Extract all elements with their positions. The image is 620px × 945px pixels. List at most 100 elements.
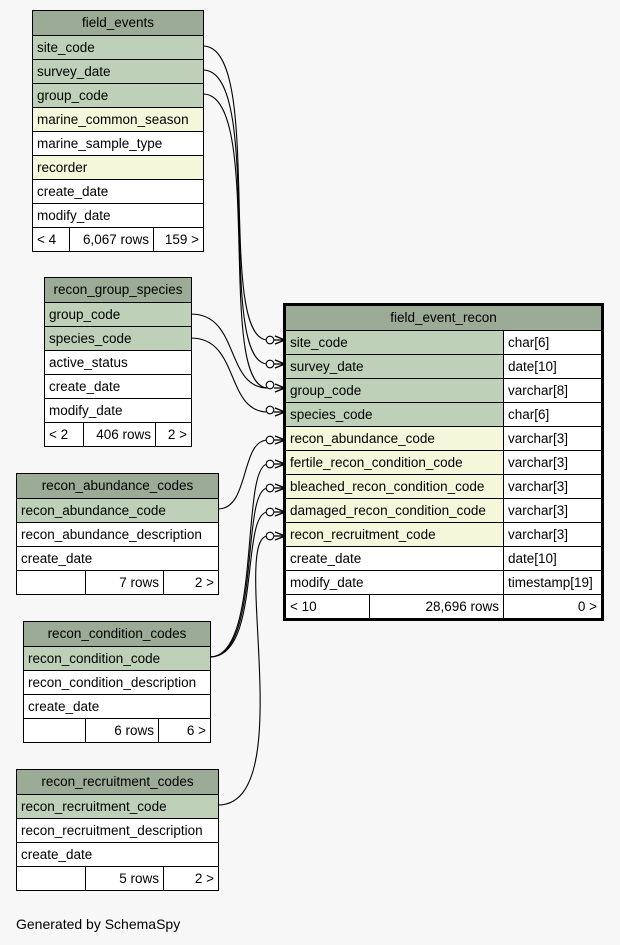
column-row: recon_abundance_code xyxy=(17,498,218,522)
column-name: recon_abundance_code xyxy=(21,503,166,518)
column-name: create_date xyxy=(21,847,93,862)
parents-count[interactable]: < 2 xyxy=(49,427,69,442)
optional-marker xyxy=(265,531,275,541)
table-footer: < 2 406 rows 2 > xyxy=(45,422,191,446)
column-row: marine_common_season xyxy=(33,107,203,131)
table-header[interactable]: recon_recruitment_codes xyxy=(17,770,218,794)
link-recruitment-code xyxy=(217,535,269,806)
table-recon-recruitment-codes[interactable]: recon_recruitment_codes recon_recruitmen… xyxy=(16,769,219,891)
column-name: marine_common_season xyxy=(37,112,189,127)
column-name: create_date xyxy=(290,551,362,566)
row-count: 6 rows xyxy=(85,719,158,742)
children-count[interactable]: 2 > xyxy=(163,571,218,594)
optional-marker xyxy=(265,405,275,415)
table-recon-group-species[interactable]: recon_group_species group_code species_c… xyxy=(44,277,192,447)
column-name: create_date xyxy=(28,699,100,714)
link-field-events-survey-date xyxy=(202,69,269,365)
parents-count[interactable]: < 10 xyxy=(290,599,317,614)
optional-marker xyxy=(265,359,275,369)
column-name: recon_recruitment_code xyxy=(290,527,436,542)
link-group-species-group-code xyxy=(190,313,269,389)
column-row: recorder xyxy=(33,155,203,179)
column-name: survey_date xyxy=(37,64,111,79)
column-row: create_date date[10] xyxy=(286,546,601,570)
children-count[interactable]: 0 > xyxy=(503,595,601,618)
column-type: varchar[3] xyxy=(503,523,601,546)
table-footer: < 4 6,067 rows 159 > xyxy=(33,227,203,251)
table-header[interactable]: field_event_recon xyxy=(286,306,601,330)
table-footer: 6 rows 6 > xyxy=(24,718,210,742)
column-type: date[10] xyxy=(503,547,601,570)
column-type: char[6] xyxy=(503,331,601,354)
table-recon-abundance-codes[interactable]: recon_abundance_codes recon_abundance_co… xyxy=(16,473,219,595)
column-name: group_code xyxy=(37,88,109,103)
column-type: timestamp[19] xyxy=(503,571,601,594)
column-row: modify_date xyxy=(33,203,203,227)
column-row: marine_sample_type xyxy=(33,131,203,155)
link-field-events-group-code xyxy=(202,93,269,389)
parents-count[interactable]: < 4 xyxy=(37,232,57,247)
column-row: modify_date xyxy=(45,398,191,422)
optional-marker xyxy=(265,335,275,345)
table-field-events[interactable]: field_events site_code survey_date group… xyxy=(32,10,204,252)
column-row: species_code xyxy=(45,326,191,350)
column-name: group_code xyxy=(290,383,362,398)
children-count[interactable]: 2 > xyxy=(163,867,218,890)
column-name: create_date xyxy=(21,551,93,566)
table-header[interactable]: recon_group_species xyxy=(45,278,191,302)
column-type: varchar[3] xyxy=(503,475,601,498)
row-count: 5 rows xyxy=(85,867,163,890)
children-count[interactable]: 159 > xyxy=(153,228,203,251)
column-name: damaged_recon_condition_code xyxy=(290,503,486,518)
column-type: varchar[8] xyxy=(503,379,601,402)
column-name: recon_abundance_code xyxy=(290,431,435,446)
table-header[interactable]: recon_abundance_codes xyxy=(17,474,218,498)
optional-marker xyxy=(265,507,275,517)
column-row: create_date xyxy=(24,694,210,718)
column-name: site_code xyxy=(290,335,348,350)
optional-marker xyxy=(265,435,275,445)
link-damaged-condition xyxy=(209,511,269,658)
column-name: modify_date xyxy=(37,208,111,223)
column-name: group_code xyxy=(49,307,121,322)
children-count[interactable]: 2 > xyxy=(155,423,191,446)
optional-marker xyxy=(265,459,275,469)
column-name: marine_sample_type xyxy=(37,136,163,151)
children-count[interactable]: 6 > xyxy=(158,719,210,742)
column-row: recon_abundance_description xyxy=(17,522,218,546)
table-footer: 5 rows 2 > xyxy=(17,866,218,890)
parents-count[interactable] xyxy=(17,571,85,594)
link-field-events-site-code xyxy=(202,45,269,341)
column-name: survey_date xyxy=(290,359,364,374)
table-field-event-recon[interactable]: field_event_recon site_code char[6] surve… xyxy=(283,303,604,621)
table-header[interactable]: field_events xyxy=(33,11,203,35)
column-name: species_code xyxy=(290,407,373,422)
link-fertile-condition xyxy=(209,463,269,658)
row-count: 406 rows xyxy=(83,423,155,446)
parents-count[interactable] xyxy=(24,719,85,742)
column-row: recon_recruitment_code xyxy=(17,794,218,818)
column-row: site_code xyxy=(33,35,203,59)
table-recon-condition-codes[interactable]: recon_condition_codes recon_condition_co… xyxy=(23,621,211,743)
parents-count[interactable] xyxy=(17,867,85,890)
link-abundance-code xyxy=(217,439,269,510)
column-name: recon_abundance_description xyxy=(21,527,202,542)
column-type: varchar[3] xyxy=(503,427,601,450)
column-type: varchar[3] xyxy=(503,451,601,474)
table-header[interactable]: recon_condition_codes xyxy=(24,622,210,646)
optional-marker xyxy=(265,483,275,493)
column-name: recon_recruitment_code xyxy=(21,799,167,814)
row-count: 6,067 rows xyxy=(69,228,153,251)
table-footer: < 10 28,696 rows 0 > xyxy=(286,594,601,618)
column-row: active_status xyxy=(45,350,191,374)
column-row: recon_recruitment_description xyxy=(17,818,218,842)
table-footer: 7 rows 2 > xyxy=(17,570,218,594)
column-name: recon_condition_description xyxy=(28,675,197,690)
column-row: create_date xyxy=(17,842,218,866)
